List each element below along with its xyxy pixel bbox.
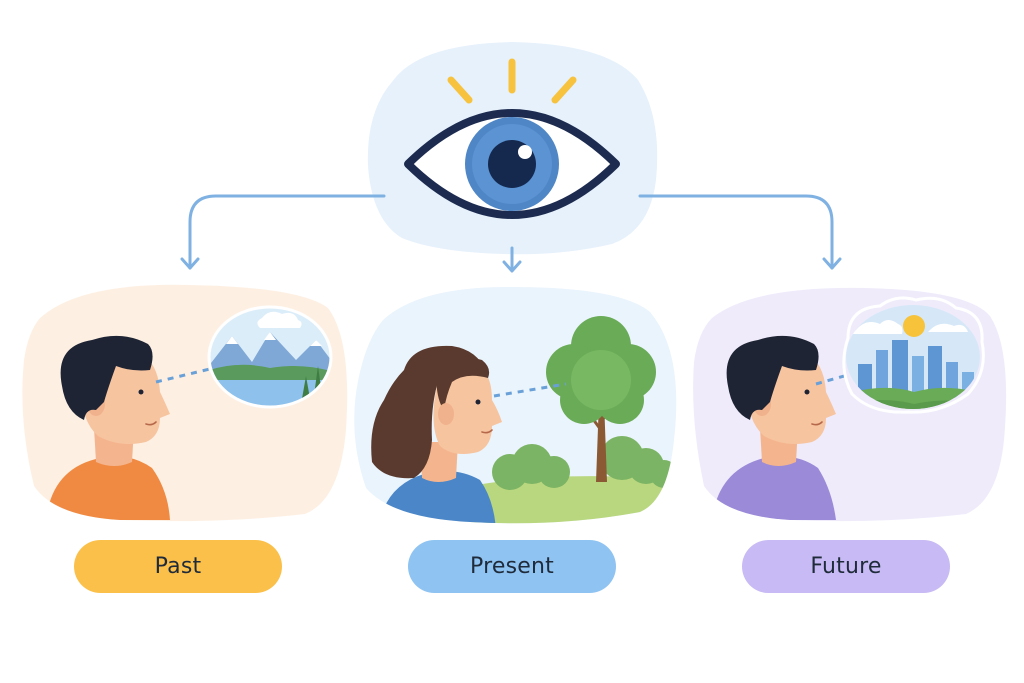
past-panel <box>22 284 348 522</box>
tree-icon <box>546 316 656 482</box>
past-person <box>46 335 170 520</box>
past-shirt <box>46 456 170 520</box>
arrow-to-present-head <box>502 260 522 273</box>
future-shirt <box>712 456 836 520</box>
present-bushes <box>492 436 677 490</box>
past-gaze-line <box>155 366 215 384</box>
arrow-to-future-head <box>822 257 842 270</box>
connector-arrows <box>180 194 842 273</box>
present-label-pill: Present <box>408 540 616 593</box>
future-person <box>712 335 836 520</box>
future-label-pill: Future <box>742 540 950 593</box>
arrow-to-past-head <box>180 257 200 270</box>
past-label-pill: Past <box>74 540 282 593</box>
present-eye <box>475 399 481 405</box>
past-hair <box>60 335 153 420</box>
present-gaze-line <box>493 382 567 398</box>
present-hair-back <box>371 345 486 479</box>
future-label: Future <box>810 554 882 579</box>
future-mouth <box>811 421 823 426</box>
present-panel <box>354 286 677 524</box>
present-ear <box>438 403 454 425</box>
present-hair-front <box>436 357 490 410</box>
arrow-to-past <box>188 194 386 270</box>
eye-icon <box>404 109 620 219</box>
sun-ray-left <box>447 76 473 104</box>
past-label: Past <box>154 554 202 579</box>
future-hair <box>726 335 819 420</box>
arrow-to-future <box>638 194 834 270</box>
future-panel <box>693 287 1007 522</box>
present-label: Present <box>470 554 554 579</box>
eye-highlight <box>518 145 532 159</box>
past-eye <box>138 389 144 395</box>
present-face <box>433 364 502 454</box>
sun-ray-right <box>551 76 577 104</box>
past-mouth <box>145 421 157 426</box>
sun-rays <box>447 58 577 104</box>
future-eye <box>804 389 810 395</box>
present-mouth <box>481 429 493 434</box>
